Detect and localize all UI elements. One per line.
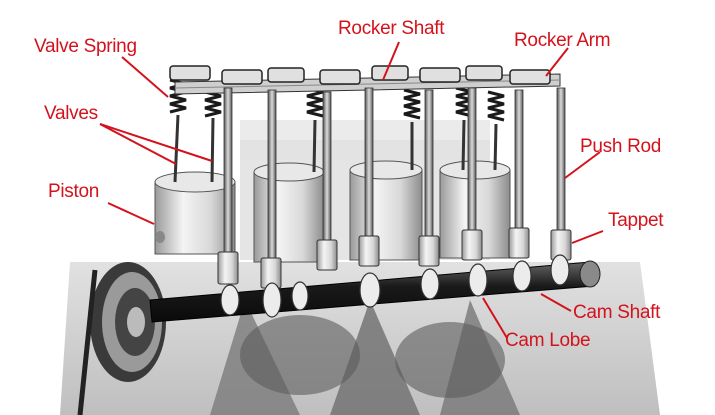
leader-rocker-shaft (382, 41, 400, 81)
label-push-rod: Push Rod (580, 136, 662, 157)
label-cam-shaft: Cam Shaft (573, 302, 661, 323)
piston-3 (349, 160, 423, 261)
label-tappet: Tappet (608, 210, 664, 231)
leader-push-rod (564, 151, 601, 179)
leader-valves-a (99, 123, 177, 165)
leader-piston (107, 202, 155, 225)
label-piston: Piston (48, 181, 100, 202)
leader-cam-shaft (540, 293, 572, 312)
leader-cam-lobe (482, 297, 508, 339)
label-valve-spring: Valve Spring (34, 36, 137, 57)
tappets (217, 227, 572, 289)
cam-lobes (220, 254, 570, 318)
leader-valve-spring (121, 56, 169, 98)
label-cam-lobe: Cam Lobe (505, 330, 591, 351)
label-valves: Valves (44, 103, 98, 124)
leader-lines (99, 41, 604, 339)
leader-rocker-arm (545, 47, 569, 77)
piston-2 (253, 162, 325, 263)
pulley (77, 262, 166, 415)
piston-1 (154, 171, 236, 255)
rocker-arms (169, 65, 551, 85)
label-rocker-shaft: Rocker Shaft (338, 18, 445, 39)
label-rocker-arm: Rocker Arm (514, 30, 611, 51)
leader-valves-b (99, 123, 213, 162)
leader-tappet (571, 230, 604, 244)
